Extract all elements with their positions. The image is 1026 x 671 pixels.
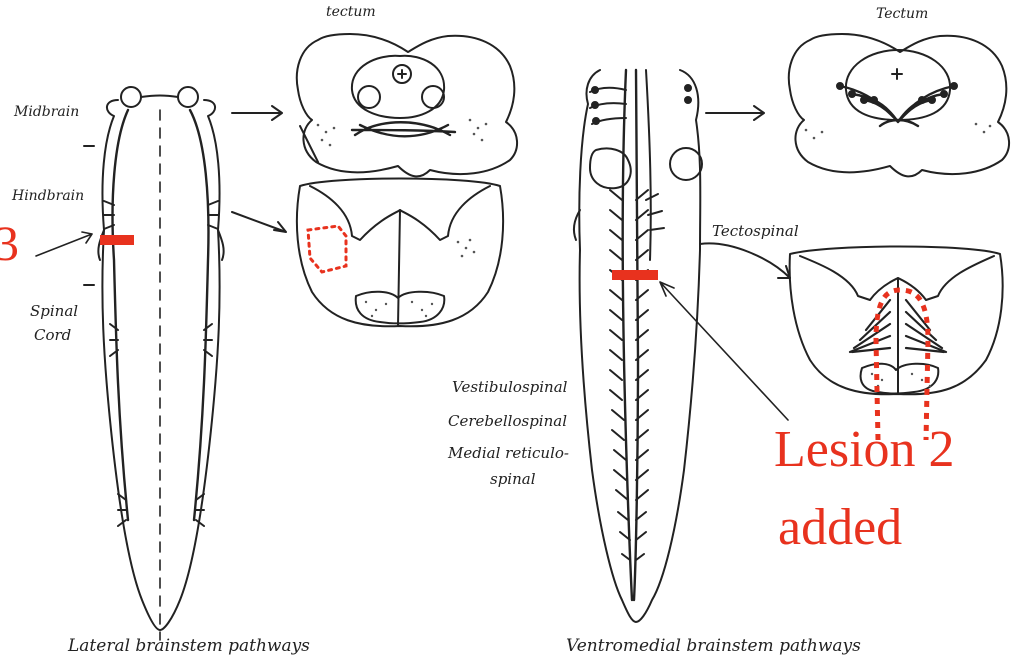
label-spinal-short: spinal (490, 470, 536, 488)
arrow-lesion-2 (660, 282, 788, 420)
label-tectum-right: Tectum (876, 6, 928, 22)
lesion-2-label-line2: added (778, 502, 902, 554)
arrow-to-top-right-section (706, 106, 764, 120)
label-tectum-left: tectum (326, 4, 376, 20)
lesion-2-bar (612, 270, 658, 280)
lesion-2-label-line1: Lesion 2 (774, 424, 955, 476)
lesion-box-left-section (308, 226, 346, 272)
label-midbrain: Midbrain (14, 104, 79, 120)
label-vestibulospinal: Vestibulospinal (452, 378, 567, 396)
lesion-3-bar (100, 235, 134, 245)
label-hindbrain: Hindbrain (12, 188, 84, 204)
caption-ventromedial: Ventromedial brainstem pathways (566, 636, 861, 656)
label-tectospinal: Tectospinal (712, 222, 799, 240)
label-spinal: Spinal (30, 302, 78, 320)
label-cerebellospinal: Cerebellospinal (448, 412, 567, 430)
left-lateral-tract-r (190, 110, 208, 520)
arrow-to-mid-left-section (232, 212, 286, 232)
section-top-right-outline (789, 34, 1009, 176)
section-mid-right-outline (790, 247, 1003, 395)
left-red-nucleus-r (178, 87, 198, 107)
arrow-lesion-3 (36, 232, 92, 256)
stipple-dots (317, 119, 488, 317)
caption-lateral: Lateral brainstem pathways (68, 636, 310, 656)
lesion-region-right-section (876, 290, 928, 440)
left-brainstem-outline (102, 100, 219, 630)
label-medial-reticulo: Medial reticulo- (448, 444, 569, 462)
left-red-nucleus-l (121, 87, 141, 107)
arrow-to-top-left-section (232, 106, 282, 120)
label-cord: Cord (34, 326, 71, 344)
lesion-3-label-fragment: 3 (0, 218, 19, 268)
arrow-to-mid-right-section (700, 243, 790, 278)
right-brainstem-outline (579, 70, 700, 622)
